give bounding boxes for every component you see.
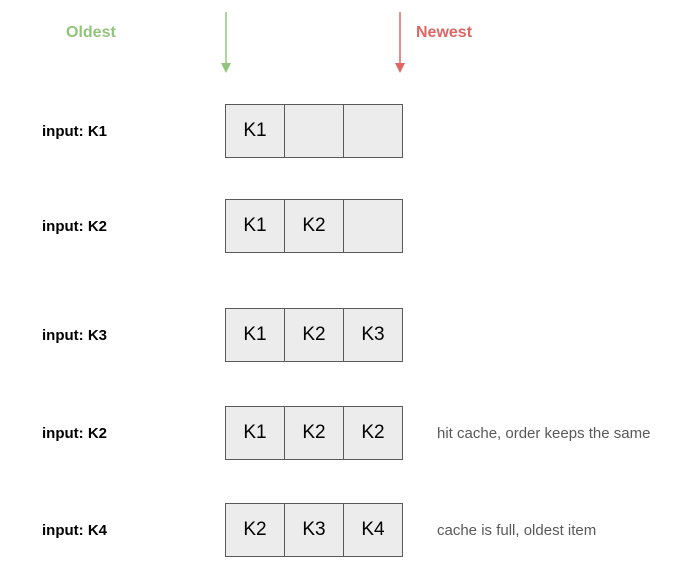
cache-row: input: K4 K2 K3 K4 cache is full, oldest… <box>0 503 687 559</box>
input-label: input: K2 <box>42 218 107 235</box>
cache-slot: K2 <box>285 309 344 361</box>
input-label: input: K1 <box>42 123 107 140</box>
cache-row: input: K2 K1 K2 <box>0 199 687 255</box>
cache-slot: K1 <box>226 105 285 157</box>
cache-slot: K2 <box>344 407 402 459</box>
newest-arrow-icon <box>395 12 405 73</box>
cache-slot: K2 <box>285 407 344 459</box>
cache-slot <box>344 200 402 252</box>
cache-slots: K2 K3 K4 <box>225 503 403 557</box>
oldest-arrow-icon <box>221 12 231 73</box>
oldest-label: Oldest <box>66 24 116 41</box>
cache-slots: K1 K2 K3 <box>225 308 403 362</box>
cache-slot: K2 <box>285 200 344 252</box>
cache-slot: K3 <box>285 504 344 556</box>
cache-slot <box>344 105 402 157</box>
row-note: cache is full, oldest item <box>437 522 597 539</box>
cache-slots: K1 K2 K2 <box>225 406 403 460</box>
cache-row: input: K3 K1 K2 K3 <box>0 308 687 364</box>
cache-slot: K1 <box>226 407 285 459</box>
row-note: hit cache, order keeps the same <box>437 425 651 442</box>
cache-slot: K1 <box>226 309 285 361</box>
cache-row: input: K2 K1 K2 K2 hit cache, order keep… <box>0 406 687 462</box>
cache-slot: K2 <box>226 504 285 556</box>
cache-row: input: K1 K1 <box>0 104 687 160</box>
newest-label: Newest <box>416 24 473 41</box>
cache-slot: K3 <box>344 309 402 361</box>
cache-slot: K4 <box>344 504 402 556</box>
input-label: input: K2 <box>42 425 107 442</box>
input-label: input: K4 <box>42 522 107 539</box>
input-label: input: K3 <box>42 327 107 344</box>
cache-slots: K1 <box>225 104 403 158</box>
cache-slots: K1 K2 <box>225 199 403 253</box>
cache-slot: K1 <box>226 200 285 252</box>
cache-slot <box>285 105 344 157</box>
